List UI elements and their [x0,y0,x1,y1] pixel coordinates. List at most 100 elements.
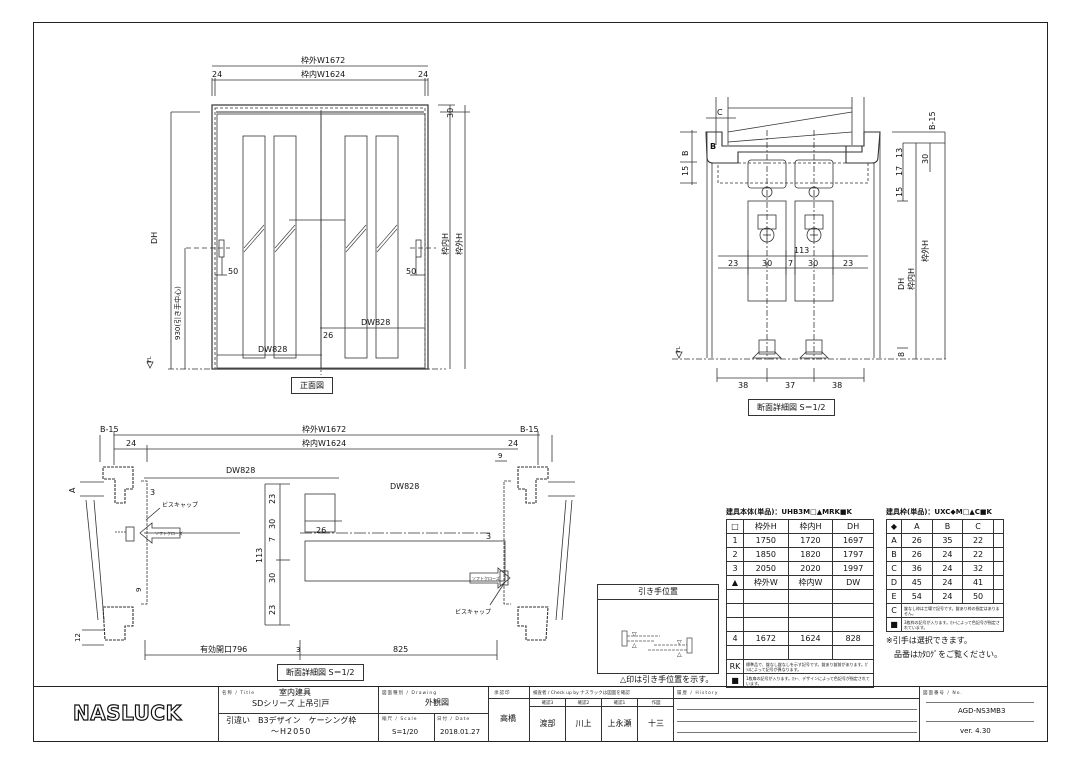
front-handle-height: 930(引き手中心) [173,286,182,340]
table-cell: 26 [901,533,933,548]
table-cell: 1624 [787,631,834,646]
front-inner-width: 枠内W1624 [301,69,345,79]
check-column-value: 十三 [648,719,664,728]
table-cell: 3 [726,561,744,576]
front-handle-right-dim: 50 [406,267,416,276]
plan-7: 7 [268,537,277,542]
table-cell [992,519,1005,534]
plan-a: A [68,487,77,493]
vsec-w7: 7 [788,259,793,268]
table-cell: 枠外H [743,519,789,534]
note-key: RK [726,659,744,674]
table-cell [743,645,789,660]
check-column-label: 確認3 [541,701,554,706]
table-cell: 54 [901,589,933,604]
front-overlap: 26 [323,331,333,340]
vsec-8: 8 [897,352,906,357]
number-cell: 図面番号 / No. AGD-NS3MB3 ver. 4.30 [920,687,1048,742]
vsec-113: 113 [794,246,809,255]
plan-soft-close-right: ソフトクローズ [472,575,500,581]
table-cell: 24 [931,589,964,604]
table-cell [832,603,874,618]
table-cell: 1750 [743,533,789,548]
vsec-37: 37 [785,381,795,390]
plan-23a: 23 [268,494,277,504]
table-cell: B [886,547,902,562]
table-cell [832,645,874,660]
table-cell: 2050 [743,561,789,576]
vsec-fl: FL [676,346,682,352]
vertical-section-caption: 断面詳細図 S＝1/2 [748,399,835,416]
table-cell: 枠内W [787,575,834,590]
approved-label: 承認印 [494,691,511,696]
vsec-b15: B-15 [928,111,937,130]
table-cell [992,533,1005,548]
table-row [726,603,874,618]
company-logo: NASLUCK [72,700,182,725]
table-cell: 35 [931,533,964,548]
table-cell [787,645,834,660]
plan-825: 825 [393,645,408,654]
history-cell: 履歴 / History [674,687,920,742]
handle-marker-bottom-left: △ [632,642,637,649]
plan-soft-close-left: ソフトクローズ [155,530,183,536]
plan-dw-right: DW828 [390,482,419,491]
handle-position-diagram: ▽ △ ▽ △ [621,630,693,658]
table-cell: 2020 [787,561,834,576]
scale-value: S=1/20 [392,728,419,736]
number-label: 図面番号 / No. [923,691,963,696]
drawing-value: 外観図 [425,698,449,707]
vsec-c: C [717,108,723,117]
table-cell: ▲ [726,575,744,590]
table-cell: 50 [962,589,994,604]
table-row [726,617,874,632]
table-cell: C [962,519,994,534]
table-cell: 24 [931,575,964,590]
table-cell [726,603,744,618]
frame-table-title: 建具枠(単品)：UXC◆M□▲C■K [886,508,992,516]
check-column-label: 確認1 [613,701,626,706]
note-text: 3枚枠の記号が入ります。ｶﾗｰによって色記号が指定されています。 [901,617,1004,632]
table-cell: 1850 [743,547,789,562]
table-cell: 1797 [832,547,874,562]
check-column: 確認1 上永瀬 [602,698,638,742]
check-column: 作図十三 [638,698,674,742]
check-column-value: 上永瀬 [607,719,632,728]
vsec-w30a: 30 [762,259,772,268]
approved-value: 高橋 [500,714,516,723]
front-outer-h: 枠外H [454,233,464,255]
note-key: C [886,603,902,618]
approval-cell: 承認印 高橋 [489,687,530,742]
front-view-drawing: 枠外W1672 枠内W1624 24 24 50 50 DW828 DW828 … [146,55,470,375]
door-body-table-title: 建具本体(単品)：UHB3M□▲MRK■K [726,508,852,516]
number-value: AGD-NS3MB3 [958,707,1006,715]
front-outer-width: 枠外W1672 [301,55,345,65]
plan-screw-cap-right: ビスキャップ [455,608,491,616]
drawing-label: 図面種別 / Drawing [382,691,438,696]
check-label: 検査者 / Check up by ナスラックは図面を確認 [533,691,630,696]
plan-113: 113 [255,548,264,563]
table-cell: 1672 [743,631,789,646]
check-column-value: 渡部 [539,719,556,728]
vsec-15-left: 15 [681,166,690,176]
title-label: 名称 / Title [222,691,256,696]
front-top-dim: 30 [446,108,455,118]
vertical-section-drawing: C B B 15 B-15 13 17 15 30 113 23 30 7 30… [672,97,948,390]
front-inner-h: 枠内H [440,233,450,255]
table-cell: 22 [962,533,994,548]
table-cell: 45 [901,575,933,590]
title-line2: SDシリーズ 上吊引戸 [252,699,330,708]
table-cell [992,561,1005,576]
plan-23b: 23 [268,605,277,615]
plan-inner-width: 枠内W1624 [302,438,346,448]
